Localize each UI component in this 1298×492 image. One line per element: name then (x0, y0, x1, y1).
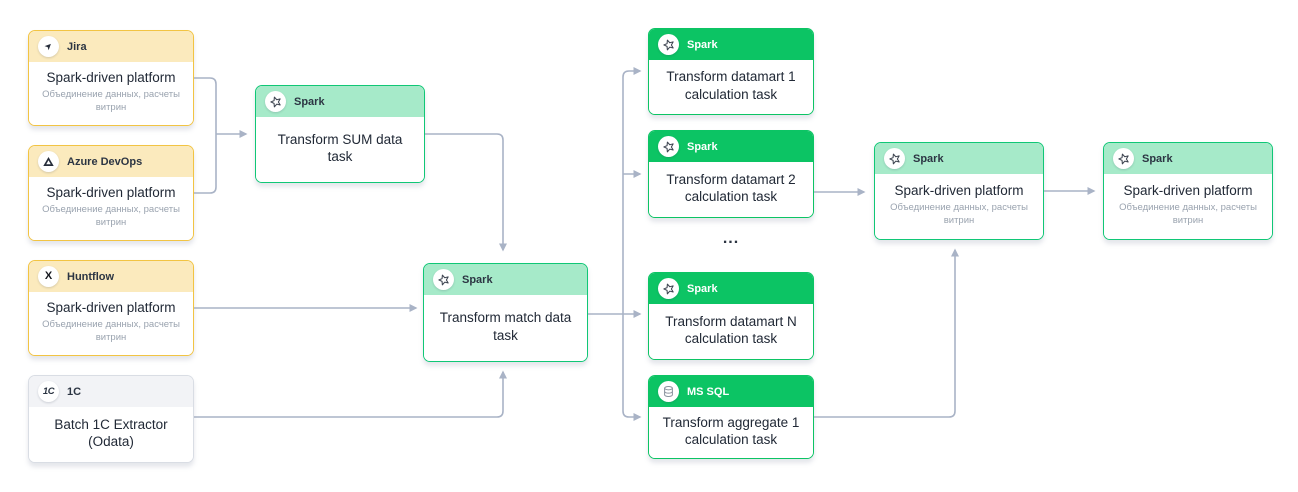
spark-icon (658, 136, 679, 157)
node-header-label: Spark (462, 273, 493, 286)
node-header: Spark (256, 86, 424, 117)
edge-1c-to-match (194, 370, 507, 418)
node-title: Transform datamart 2 calculation task (666, 171, 796, 204)
node-jira[interactable]: ➤ Jira Spark-driven platform Объединение… (28, 30, 194, 126)
spark-icon (1113, 148, 1134, 169)
node-header: Spark (649, 131, 813, 162)
node-title: Spark-driven platform (46, 70, 176, 86)
node-title: Spark-driven platform (894, 183, 1024, 199)
datamart-ellipsis: ... (722, 230, 740, 247)
node-header: Spark (649, 273, 813, 304)
node-title: Spark-driven platform (46, 185, 176, 201)
node-header: Azure DevOps (29, 146, 193, 177)
node-body: Spark-driven platform Объединение данных… (29, 177, 193, 240)
node-subtitle: Объединение данных, расчеты витрин (42, 89, 180, 114)
node-header-label: Jira (67, 40, 87, 53)
node-body: Transform SUM data task (256, 117, 424, 182)
node-header-label: Spark (687, 38, 718, 51)
jira-icon: ➤ (38, 36, 59, 57)
node-datamart-n[interactable]: Spark Transform datamart N calculation t… (648, 272, 814, 360)
node-header-label: Spark (1142, 152, 1173, 165)
node-title: Transform SUM data task (277, 131, 403, 164)
node-body: Batch 1C Extractor (Odata) (29, 407, 193, 462)
node-transform-match[interactable]: Spark Transform match data task (423, 263, 588, 362)
node-1c[interactable]: 1С 1C Batch 1C Extractor (Odata) (28, 375, 194, 463)
node-datamart-1[interactable]: Spark Transform datamart 1 calculation t… (648, 28, 814, 115)
node-header: X Huntflow (29, 261, 193, 292)
spark-icon (884, 148, 905, 169)
edge-jira-azure-merge (194, 77, 217, 194)
node-body: Transform datamart 1 calculation task (649, 60, 813, 114)
node-platform-mid[interactable]: Spark Spark-driven platform Объединение … (874, 142, 1044, 240)
node-aggregate-1[interactable]: MS SQL Transform aggregate 1 calculation… (648, 375, 814, 459)
node-transform-sum[interactable]: Spark Transform SUM data task (255, 85, 425, 183)
node-header-label: Spark (294, 95, 325, 108)
node-header-label: Huntflow (67, 270, 115, 283)
edge-sum-to-match (425, 133, 507, 252)
node-title: Spark-driven platform (1123, 183, 1253, 199)
edge-aggregate-to-platform (814, 248, 959, 418)
mssql-icon (658, 381, 679, 402)
spark-icon (658, 34, 679, 55)
node-header: ➤ Jira (29, 31, 193, 62)
node-subtitle: Объединение данных, расчеты витрин (1119, 202, 1257, 227)
node-title: Transform datamart N calculation task (665, 313, 797, 346)
node-header-label: 1C (67, 385, 82, 398)
node-header: 1С 1C (29, 376, 193, 407)
node-header: Spark (424, 264, 587, 295)
node-body: Transform aggregate 1 calculation task (649, 407, 813, 458)
node-body: Transform datamart 2 calculation task (649, 162, 813, 217)
node-title: Batch 1C Extractor (Odata) (54, 416, 168, 449)
node-title: Transform datamart 1 calculation task (666, 69, 796, 102)
node-title: Transform aggregate 1 calculation task (662, 414, 800, 447)
node-header-label: Spark (687, 282, 718, 295)
node-header-label: Spark (913, 152, 944, 165)
node-header: Spark (649, 29, 813, 60)
node-header: MS SQL (649, 376, 813, 407)
node-platform-right[interactable]: Spark Spark-driven platform Объединение … (1103, 142, 1273, 240)
node-subtitle: Объединение данных, расчеты витрин (890, 202, 1028, 227)
node-datamart-2[interactable]: Spark Transform datamart 2 calculation t… (648, 130, 814, 218)
node-subtitle: Объединение данных, расчеты витрин (42, 319, 180, 344)
node-body: Spark-driven platform Объединение данных… (29, 292, 193, 355)
node-body: Transform datamart N calculation task (649, 304, 813, 359)
node-header: Spark (875, 143, 1043, 174)
spark-icon (658, 278, 679, 299)
node-title: Transform match data task (439, 310, 572, 343)
edge-match-to-datamart-1 (622, 67, 642, 314)
node-header-label: Azure DevOps (67, 155, 143, 168)
1c-icon: 1С (38, 381, 59, 402)
spark-icon (433, 269, 454, 290)
azure-devops-icon (38, 151, 59, 172)
node-azure-devops[interactable]: Azure DevOps Spark-driven platform Объед… (28, 145, 194, 241)
node-body: Spark-driven platform Объединение данных… (875, 174, 1043, 239)
node-huntflow[interactable]: X Huntflow Spark-driven platform Объедин… (28, 260, 194, 356)
node-title: Spark-driven platform (46, 300, 176, 316)
node-header-label: Spark (687, 140, 718, 153)
node-body: Transform match data task (424, 295, 587, 361)
huntflow-icon: X (38, 266, 59, 287)
node-body: Spark-driven platform Объединение данных… (1104, 174, 1272, 239)
node-header-label: MS SQL (687, 385, 730, 398)
spark-icon (265, 91, 286, 112)
node-subtitle: Объединение данных, расчеты витрин (42, 204, 180, 229)
edge-match-to-aggregate (622, 314, 642, 421)
node-body: Spark-driven platform Объединение данных… (29, 62, 193, 125)
node-header: Spark (1104, 143, 1272, 174)
